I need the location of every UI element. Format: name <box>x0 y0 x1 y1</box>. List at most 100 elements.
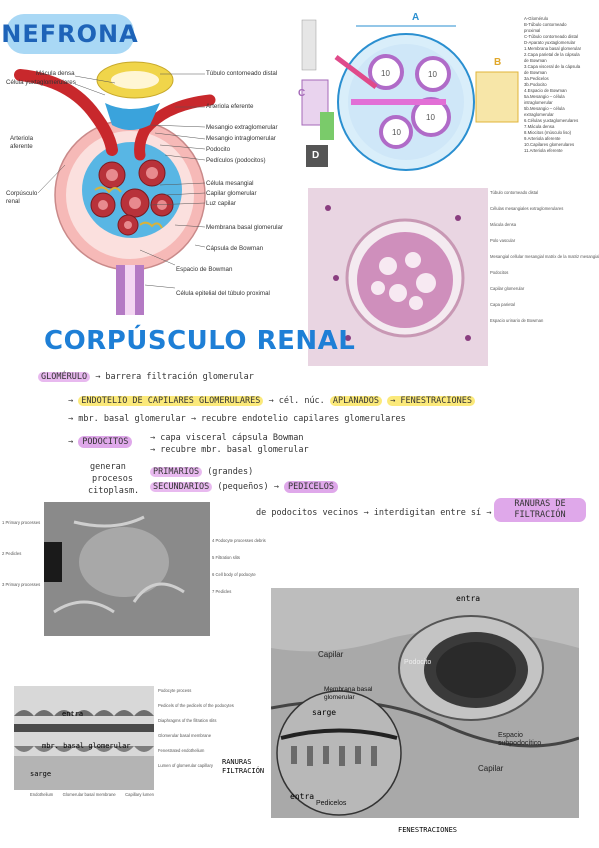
tem2-ranuras: RANURAS FILTRACIÓN <box>222 758 265 775</box>
schema-legend-item-3: C-Túbulo contorneado distal <box>524 34 578 39</box>
tem1-side-label-2: Diaphragms of the filtration slits <box>158 718 217 723</box>
arteriola-eferente-shape <box>134 94 216 161</box>
histology-label-7: Capa parietal <box>490 302 515 307</box>
histology-photo <box>308 188 488 366</box>
histology-label-5: Podocitos <box>490 270 509 275</box>
histology-label-1: Células mesangiales extraglomerulares <box>490 206 564 211</box>
label-mesangio-extra: Mesangio extraglomerular <box>206 124 278 131</box>
schema-letter-c: C <box>298 88 306 99</box>
tem1-side-label-3: Glomerular basal membrane <box>158 733 212 738</box>
tem2-capilar2: Capilar <box>478 764 504 773</box>
tem1-entra: entra <box>62 710 84 718</box>
label-celula-epitelial: Célula epitelial del túbulo proximal <box>176 290 270 297</box>
tem1-bottom-label-1: Glomerular basal membrane <box>62 792 116 797</box>
histology-label-3: Polo vascular <box>490 238 516 243</box>
label-arteriola-eferente: Arteriola eferente <box>206 103 254 110</box>
label-corpusculo-renal: Corpúsculo renal <box>6 190 38 205</box>
label-pediculos: Pedículos (podocitos) <box>206 157 266 164</box>
schema-legend-item-6: 1.Membrana basal glomerular <box>524 46 582 51</box>
histology-label-8: Espacio urinario de Bowman <box>490 318 544 323</box>
pequenos-text: (pequeños) → <box>217 482 279 492</box>
schema-legend-item-0: A-Glomérulo <box>524 16 549 21</box>
schema-legend-item-21: 9.Arteriola aferente <box>524 136 561 141</box>
histology-label-6: Capilar glomerular <box>490 286 525 291</box>
ranuras-tag: RANURAS DE FILTRACIÓN <box>494 498 586 522</box>
schema-legend-item-8: de Bowman <box>524 58 547 63</box>
schema-legend-item-1: B-Túbulo contorneado <box>524 22 567 27</box>
cel-nuc-text: → cél. núc. <box>268 396 325 406</box>
primarios-tag: PRIMARIOS <box>150 467 203 477</box>
tem1-side-label-0: Podocyte process <box>158 688 192 693</box>
schema-legend-item-20: 8.Miocitos (músculo liso) <box>524 130 572 135</box>
tem2-entra-top: entra <box>456 594 481 603</box>
schema-legend-item-13: 4.Espacio de Bowman <box>524 88 567 93</box>
sem-photo <box>44 502 210 636</box>
arteriola-aferente-shape <box>14 69 118 156</box>
title-bubble: NEFRONA <box>1 14 138 54</box>
tem1-bottom-label-0: Endothelium <box>30 792 54 797</box>
histology-label-4: Mesangial cellular mesangial matrix de l… <box>490 254 599 259</box>
label-mesangio-intra: Mesangio intraglomerular <box>206 135 276 142</box>
schema-legend-item-11: 3a.Pedicelos <box>524 76 549 81</box>
schema-legend-item-12: 3b.Podocito <box>524 82 547 87</box>
nephron-illustration <box>14 61 216 315</box>
note-line-endotelio: → ENDOTELIO DE CAPILARES GLOMERULARES → … <box>68 396 475 406</box>
sem-label-left-1: 2 Pedicles <box>2 551 22 556</box>
de-podocitos-text: de podocitos vecinos → interdigitan entr… <box>256 508 492 518</box>
label-capilar-glomerular: Capilar glomerular <box>206 190 257 197</box>
podocitos-tag: PODOCITOS <box>78 436 133 448</box>
histology-label-2: Mácula densa <box>490 222 517 227</box>
schema-10-a: 10 <box>381 69 390 78</box>
schema-letter-d: D <box>312 150 320 161</box>
page-title: NEFRONA <box>1 20 139 48</box>
schema-letter-b: B <box>494 57 502 68</box>
schema-legend-item-9: 3.Capa visceral de la cápsula <box>524 64 581 69</box>
sem-label-right-2: 6 Cell body of podocyte <box>212 572 256 577</box>
label-macula-densa: Mácula densa <box>36 70 75 77</box>
schema-legend-item-15: intraglomerular <box>524 100 553 105</box>
schema-10-d: 10 <box>392 128 401 137</box>
schema-legend-item-23: 11.Arteriola eferente <box>524 148 563 153</box>
tem1-side-label-5: Lumen of glomerular capillary <box>158 763 213 768</box>
schema-10-b: 10 <box>428 70 437 79</box>
schema-legend-item-7: 2.Capa parietal de la cápsula <box>524 52 580 57</box>
schema-legend-item-4: D-Aparato yuxtaglomerular <box>524 40 576 45</box>
schema-10-c: 10 <box>426 113 435 122</box>
schema-legend-item-17: extraglomerular <box>524 112 554 117</box>
capa-visceral-text: → capa visceral cápsula Bowman <box>150 433 304 443</box>
section-title: CORPÚSCULO RENAL <box>44 326 356 356</box>
sem-label-right-0: 4 Podocyte processes debris <box>212 538 266 543</box>
tem1-bottom-label-2: Capillary lumen <box>125 792 154 797</box>
label-espacio-bowman: Espacio de Bowman <box>176 266 233 273</box>
tem2-photo <box>271 588 579 818</box>
tem2-espacio: Espacio subpodocítico <box>498 732 542 747</box>
label-celula-mesangial: Célula mesangial <box>206 180 254 187</box>
tem2-capilar: Capilar <box>318 650 344 659</box>
label-celula-yuxta: Célula yuxtaglomerulares <box>6 79 76 86</box>
label-tubulo-distal: Túbulo contorneado distal <box>206 70 278 77</box>
tem2-podocito: Podocito <box>404 659 432 666</box>
label-capsula-bowman: Cápsula de Bowman <box>206 245 264 252</box>
capilares-group <box>90 159 174 236</box>
schema-legend-item-18: 6.Células yuxtaglomerulares <box>524 118 579 123</box>
label-luz-capilar: Luz capilar <box>206 200 236 207</box>
schema-legend-item-14: 5a.Mesangio – célula <box>524 94 565 99</box>
schema-legend-item-10: de Bowman <box>524 70 547 75</box>
sem-label-right-3: 7 Pedicles <box>212 589 232 594</box>
tem2-fenestraciones: FENESTRACIONES <box>398 826 458 834</box>
secundarios-tag: SECUNDARIOS <box>150 482 213 492</box>
grandes-text: (grandes) <box>207 467 254 477</box>
procesos-text: procesos <box>92 474 133 484</box>
glomerulus-schema <box>301 19 519 171</box>
histology-label-0: Túbulo contorneado distal <box>490 190 539 195</box>
tem1-photo <box>14 686 154 790</box>
tem2-entra: entra <box>290 792 315 801</box>
note-line-primarios: PRIMARIOS (grandes) <box>150 467 253 477</box>
label-podocito: Podocito <box>206 146 231 153</box>
schema-legend-item-16: 5b.Mesangio – célula <box>524 106 565 111</box>
